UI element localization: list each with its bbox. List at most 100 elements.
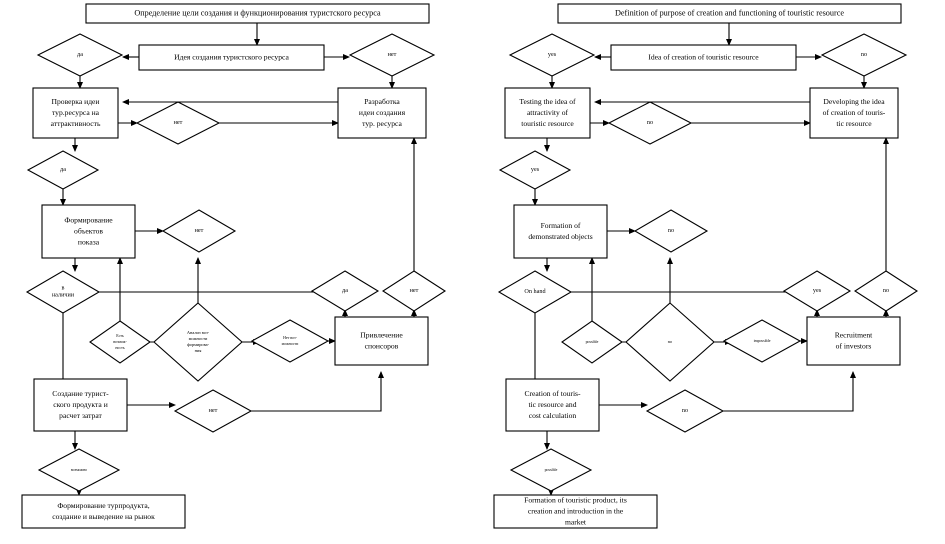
node-label: no (668, 227, 674, 234)
node-label: да (60, 166, 66, 173)
process-node-idea[interactable]: Идея создания туристского ресурса (138, 44, 325, 71)
node-shape (610, 44, 797, 71)
node-shape (508, 33, 596, 77)
node-label: да (342, 287, 348, 294)
node-label: Idea of creation of touristic resource (648, 52, 759, 61)
node-shape (135, 101, 221, 145)
node-shape (36, 33, 124, 77)
decision-node-yes_sponsors[interactable]: да (310, 270, 380, 312)
decision-node-yes_top[interactable]: да (36, 33, 124, 77)
node-label: possible (545, 468, 558, 472)
node-shape (645, 389, 725, 433)
node-label: yes (548, 51, 557, 58)
node-shape (334, 316, 429, 366)
node-label: возможно (71, 468, 87, 472)
decision-node-no_check[interactable]: no (607, 101, 693, 145)
node-shape (853, 270, 919, 312)
decision-node-no_check[interactable]: нет (135, 101, 221, 145)
decision-node-no_top[interactable]: no (820, 33, 908, 77)
decision-node-yes_check[interactable]: да (26, 150, 100, 190)
decision-node-on_hand[interactable]: On hand (497, 270, 573, 314)
node-label: нет (174, 119, 183, 126)
node-label: On hand (524, 288, 546, 295)
node-shape (820, 33, 908, 77)
node-shape (41, 204, 136, 259)
decision-node-no_top[interactable]: нет (348, 33, 436, 77)
node-label: no (647, 119, 653, 126)
decision-node-impossible[interactable]: impossible (722, 319, 802, 363)
node-shape (722, 319, 802, 363)
process-node-title[interactable]: Definition of purpose of creation and fu… (557, 3, 902, 24)
node-label: possible (586, 340, 599, 344)
decision-node-no_creation[interactable]: нет (173, 389, 253, 433)
decision-node-no_formation[interactable]: no (633, 209, 709, 253)
decision-node-no_sponsors[interactable]: нет (381, 270, 447, 312)
decision-node-no_formation[interactable]: нет (161, 209, 237, 253)
process-node-idea[interactable]: Idea of creation of touristic resource (610, 44, 797, 71)
decision-node-no_sponsors[interactable]: no (853, 270, 919, 312)
node-label: no (682, 407, 688, 414)
node-shape (153, 302, 243, 382)
node-label: Определение цели создания и функциониров… (134, 8, 381, 17)
node-label: Идея создания туристского ресурса (174, 52, 289, 61)
decision-node-yes_top[interactable]: yes (508, 33, 596, 77)
node-shape (607, 101, 693, 145)
node-shape (782, 270, 852, 312)
decision-node-possible_creation[interactable]: возможно (37, 448, 121, 492)
process-node-final[interactable]: Формирование турпродукта,создание и выве… (21, 494, 186, 529)
node-shape (33, 378, 128, 432)
flow-connector (251, 371, 384, 412)
node-shape (381, 270, 447, 312)
node-shape (809, 87, 899, 139)
node-label: yes (813, 287, 822, 294)
node-shape (21, 494, 186, 529)
node-label: нет (195, 227, 204, 234)
node-shape (337, 87, 427, 139)
node-shape (37, 448, 121, 492)
node-shape (32, 87, 119, 139)
node-shape (633, 209, 709, 253)
decision-node-possible[interactable]: possible (561, 320, 623, 364)
node-shape (161, 209, 237, 253)
decision-node-yes_sponsors[interactable]: yes (782, 270, 852, 312)
decision-node-analysis[interactable]: no (625, 302, 715, 382)
node-label: да (77, 51, 83, 58)
nodes-layer: Определение цели создания и функциониров… (21, 3, 919, 529)
node-label: Definition of purpose of creation and fu… (615, 8, 844, 17)
process-node-title[interactable]: Определение цели создания и функциониров… (85, 3, 430, 24)
edges-layer (60, 23, 889, 496)
decision-node-possible_creation[interactable]: possible (509, 448, 593, 492)
node-shape (26, 150, 100, 190)
decision-node-no_creation[interactable]: no (645, 389, 725, 433)
decision-node-impossible[interactable]: Нет воз-можности (250, 319, 330, 363)
node-shape (310, 270, 380, 312)
decision-node-yes_check[interactable]: yes (498, 150, 572, 190)
node-label: no (668, 339, 673, 344)
node-shape (505, 378, 600, 432)
